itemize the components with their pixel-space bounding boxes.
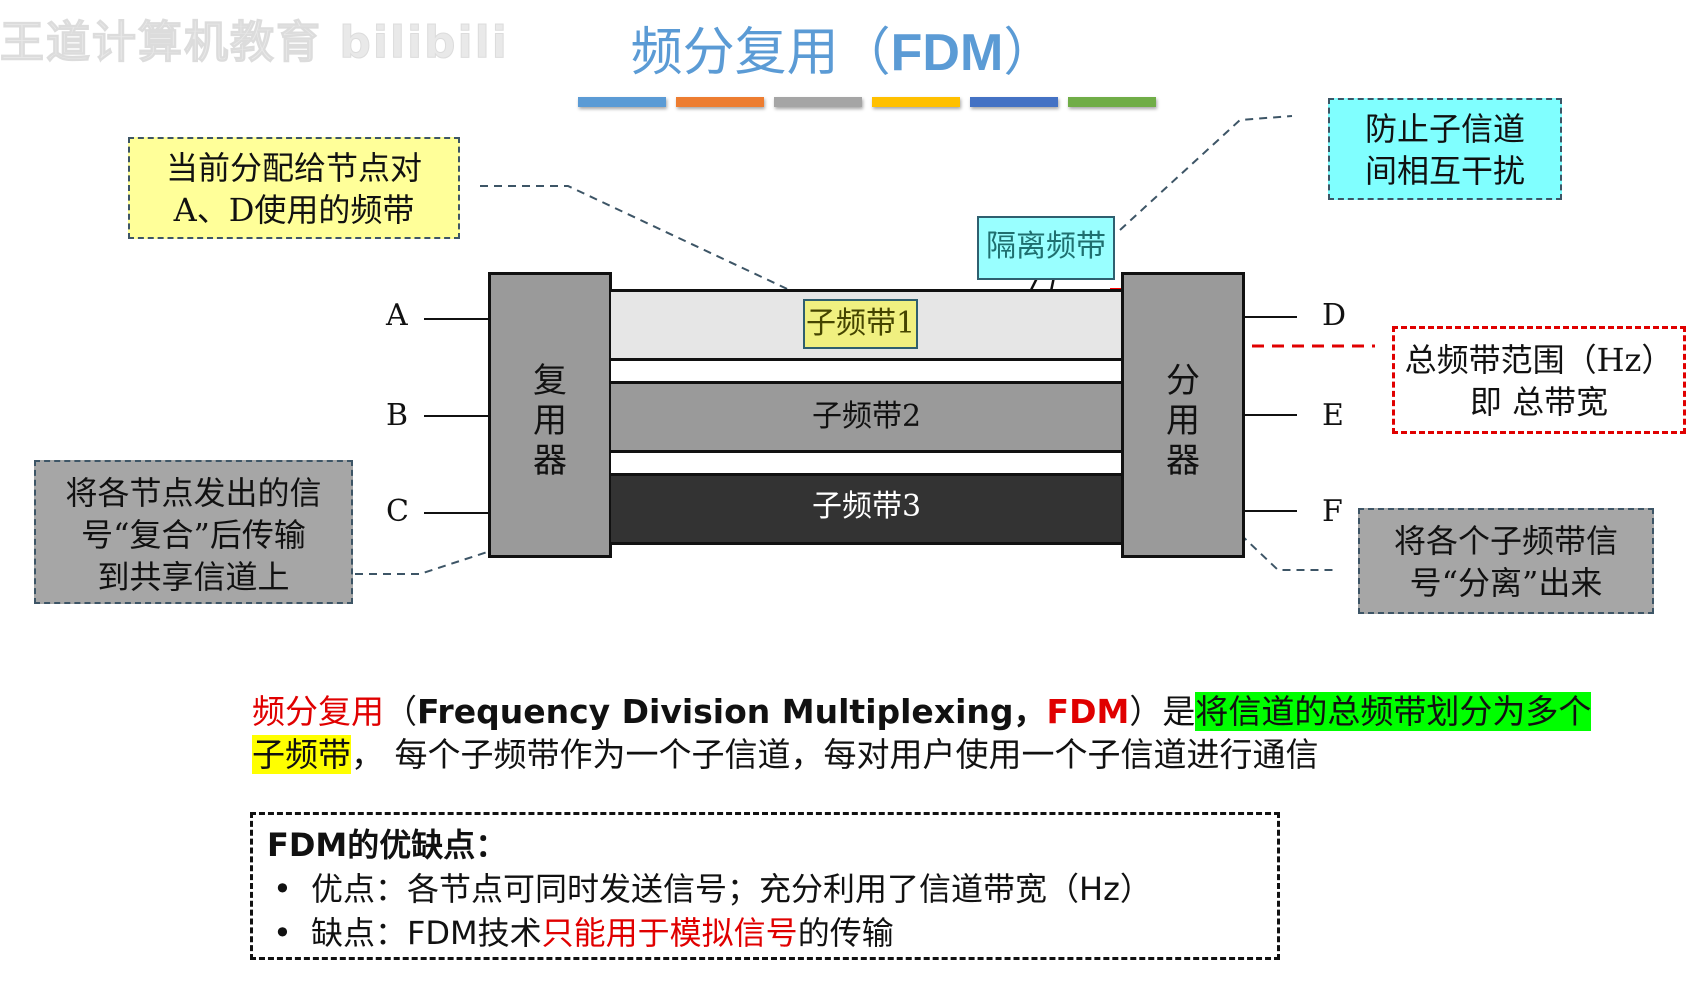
node-e: E: [1322, 398, 1344, 433]
wire-b: [424, 415, 490, 417]
callout-band-ad-line2: A、D使用的频带: [173, 191, 415, 229]
sub-band-3: 子频带3: [611, 473, 1122, 545]
node-b: B: [386, 398, 409, 433]
multiplexer-label: 复用器: [491, 361, 609, 481]
wire-d: [1245, 316, 1297, 318]
sub-band-2: 子频带2: [611, 381, 1122, 453]
node-d: D: [1322, 298, 1347, 333]
node-a: A: [386, 298, 408, 333]
callout-mux-line1: 将各节点发出的信: [65, 474, 322, 512]
guard-band-label: 隔离频带: [977, 216, 1115, 280]
multiplexer-text: 复用器: [533, 361, 567, 481]
pros-cons-heading: FDM的优缺点：: [267, 826, 508, 864]
callout-total-band-line1: 总频带范围（Hz）: [1404, 341, 1674, 379]
pros-item: • 优点：各节点可同时发送信号；充分利用了信道带宽（Hz）: [273, 867, 1263, 911]
color-bar: [872, 97, 960, 107]
definition-term: 频分复用: [252, 692, 384, 731]
demultiplexer-label: 分用器: [1124, 361, 1242, 481]
bullet-icon: •: [273, 870, 292, 908]
callout-prevent-line1: 防止子信道: [1364, 110, 1525, 148]
definition-line-1: 频分复用（Frequency Division Multiplexing，FDM…: [252, 690, 1592, 733]
demultiplexer: 分用器: [1121, 272, 1245, 558]
guard-band-2: [611, 450, 1122, 476]
callout-band-ad-line1: 当前分配给节点对: [165, 149, 422, 187]
page-title: 频分复用（FDM）: [0, 10, 1686, 85]
cons-suffix: 的传输: [797, 914, 894, 952]
guard-band-1: [611, 358, 1122, 384]
cons-red: 只能用于模拟信号: [541, 914, 798, 952]
callout-prevent-line2: 间相互干扰: [1364, 152, 1525, 190]
wire-a: [424, 318, 490, 320]
callout-demux-note: 将各个子频带信 号“分离”出来: [1358, 508, 1654, 614]
pros-text: 优点：各节点可同时发送信号；充分利用了信道带宽（Hz）: [311, 870, 1152, 908]
demultiplexer-text: 分用器: [1166, 361, 1200, 481]
callout-prevent-interference: 防止子信道 间相互干扰: [1328, 98, 1562, 200]
definition-rest: ， 每个子频带作为一个子信道，每对用户使用一个子信道进行通信: [351, 735, 1319, 774]
leader-line-band-ad: [480, 185, 816, 303]
cons-prefix: 缺点：FDM技术: [311, 914, 542, 952]
definition-highlight-yellow: 子频带: [252, 735, 351, 774]
wire-c: [424, 512, 490, 514]
node-c: C: [386, 494, 409, 529]
title-en: FDM: [890, 24, 1004, 82]
color-bar: [1068, 97, 1156, 107]
definition-paren-open: （: [384, 692, 417, 731]
callout-mux-line2: 号“复合”后传输: [81, 516, 306, 554]
definition-abbr: FDM: [1046, 692, 1130, 731]
multiplexer: 复用器: [488, 272, 612, 558]
callout-demux-line1: 将各个子频带信: [1393, 522, 1618, 560]
callout-mux-line3: 到共享信道上: [97, 558, 290, 596]
callout-demux-line2: 号“分离”出来: [1409, 564, 1603, 602]
definition-english: Frequency Division Multiplexing，: [417, 692, 1047, 731]
callout-band-ad: 当前分配给节点对 A、D使用的频带: [128, 137, 460, 239]
title-close: ）: [1003, 23, 1056, 83]
sub-band-3-label: 子频带3: [811, 489, 922, 524]
callout-total-band: 总频带范围（Hz） 即 总带宽: [1392, 326, 1686, 434]
wire-e: [1245, 414, 1297, 416]
wire-f: [1245, 510, 1297, 512]
definition-line-2: 子频带， 每个子频带作为一个子信道，每对用户使用一个子信道进行通信: [252, 733, 1591, 776]
sub-band-2-label: 子频带2: [811, 399, 922, 434]
cons-item: • 缺点：FDM技术只能用于模拟信号的传输: [273, 911, 1263, 955]
pros-cons-box: FDM的优缺点： • 优点：各节点可同时发送信号；充分利用了信道带宽（Hz） • 缺…: [250, 812, 1280, 960]
definition-text: 频分复用（Frequency Division Multiplexing，FDM…: [252, 690, 1592, 776]
color-bar: [676, 97, 764, 107]
sub-band-1-label: 子频带1: [803, 299, 918, 349]
leader-line-prevent: [1119, 115, 1293, 231]
callout-total-band-line2: 即 总带宽: [1469, 383, 1609, 421]
sub-band-1-text: 子频带1: [805, 306, 916, 341]
color-bar: [970, 97, 1058, 107]
color-bar: [578, 97, 666, 107]
definition-highlight-green: 将信道的总频带划分为多个: [1195, 692, 1592, 731]
guard-band-text: 隔离频带: [986, 229, 1106, 264]
title-cn: 频分复用（: [630, 23, 891, 83]
node-f: F: [1322, 494, 1343, 529]
watermark: 王道计算机教育 bilibili: [0, 17, 509, 69]
bullet-icon: •: [273, 914, 292, 952]
color-bar: [774, 97, 862, 107]
callout-mux-note: 将各节点发出的信 号“复合”后传输 到共享信道上: [34, 460, 353, 604]
definition-paren-close: ）是: [1129, 692, 1196, 731]
